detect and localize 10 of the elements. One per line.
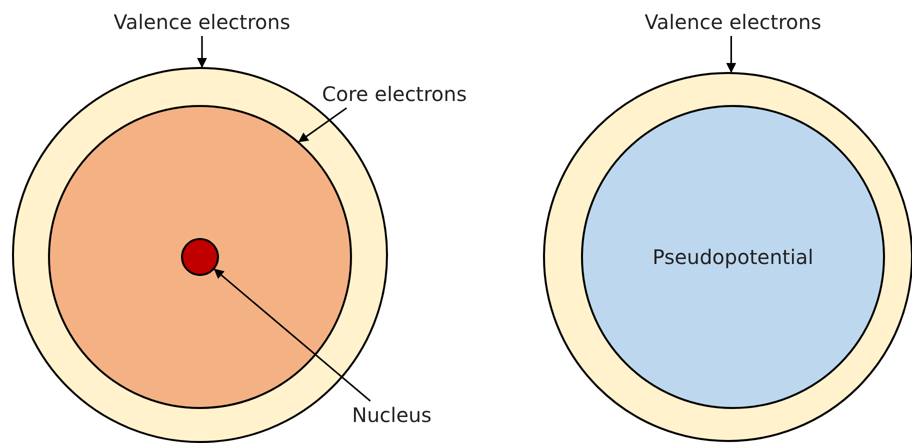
leader-line bbox=[298, 107, 348, 142]
nucleus-circle bbox=[181, 238, 219, 276]
leader-line bbox=[197, 36, 207, 68]
callout-label: Core electrons bbox=[322, 82, 467, 106]
callout-label: Valence electrons bbox=[114, 10, 290, 34]
circle-label: Pseudopotential bbox=[651, 245, 814, 269]
leader-line bbox=[726, 36, 736, 73]
leader-line bbox=[214, 268, 371, 402]
callout-label: Nucleus bbox=[352, 403, 432, 427]
callout-label: Valence electrons bbox=[644, 10, 822, 34]
